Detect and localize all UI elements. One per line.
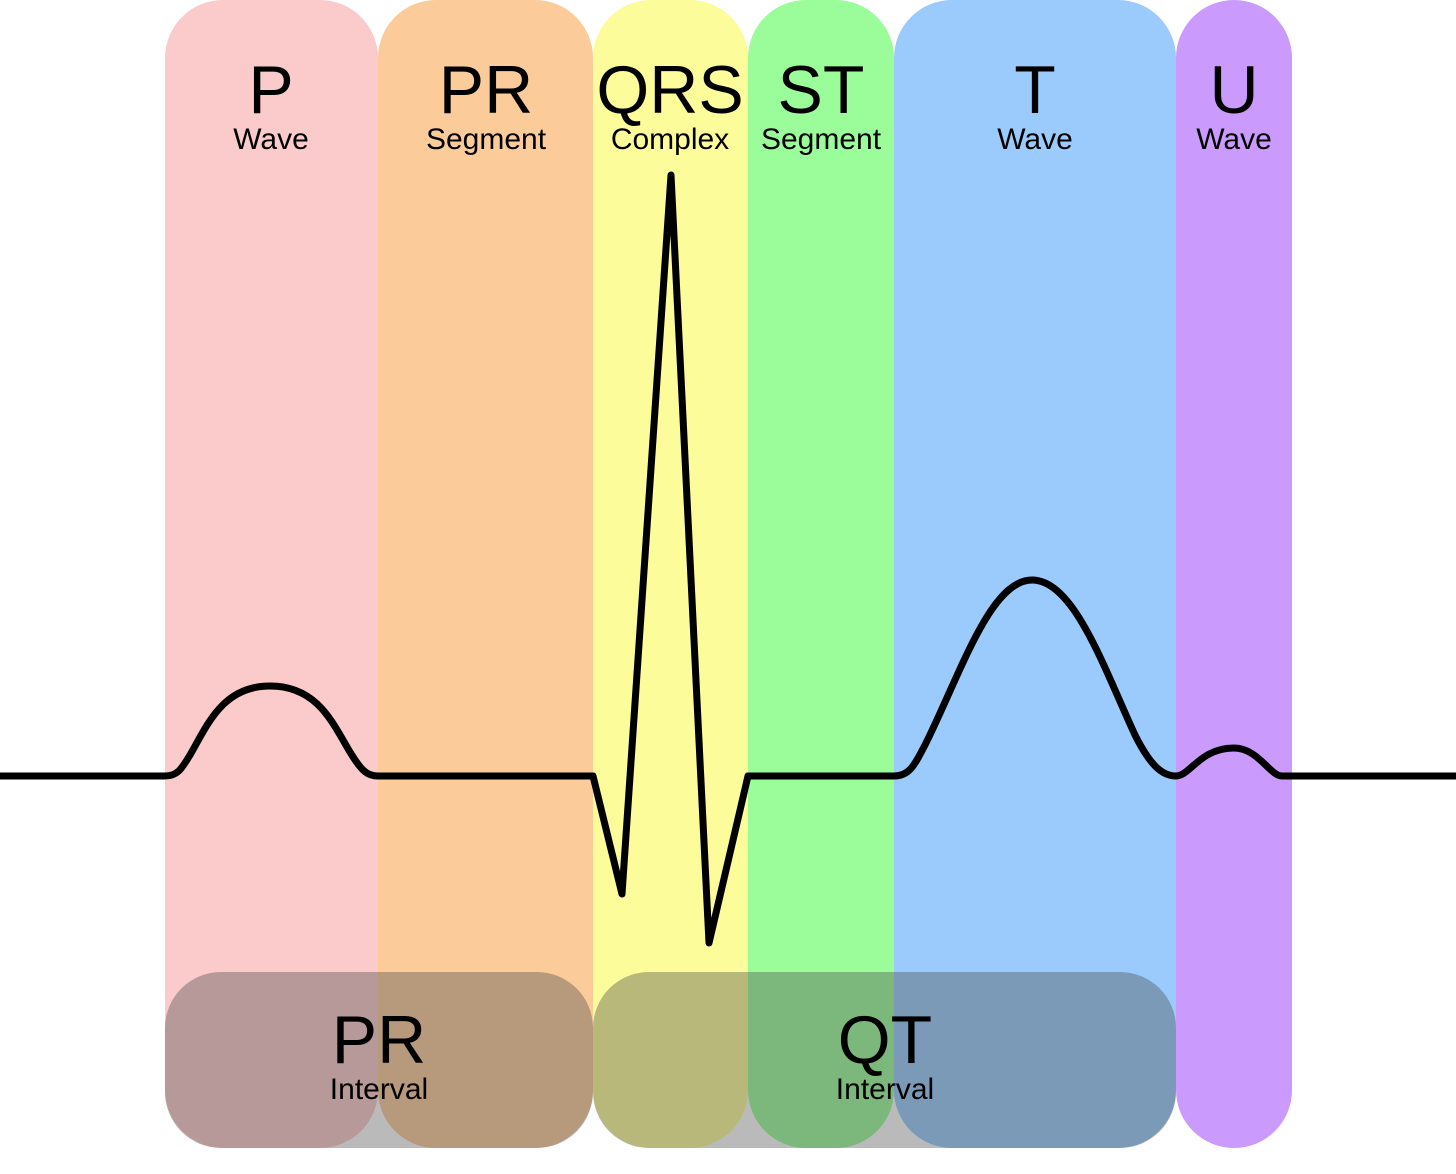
st-segment-band <box>748 0 894 1148</box>
qt-interval-symbol: QT <box>838 1002 932 1078</box>
t-wave-subtitle: Wave <box>997 123 1073 156</box>
u-wave-band <box>1176 0 1292 1148</box>
band-labels: P Wave PR Segment QRS Complex ST Segment… <box>233 52 1272 156</box>
pr-segment-symbol: PR <box>439 52 533 128</box>
qt-interval-subtitle: Interval <box>836 1073 934 1106</box>
st-segment-symbol: ST <box>778 52 865 128</box>
p-wave-symbol: P <box>248 52 293 128</box>
p-wave-subtitle: Wave <box>233 123 309 156</box>
st-segment-subtitle: Segment <box>761 123 882 156</box>
interval-labels: PR Interval QT Interval <box>330 1002 934 1106</box>
u-wave-subtitle: Wave <box>1196 123 1272 156</box>
qrs-complex-band <box>593 0 748 1148</box>
p-wave-band <box>165 0 378 1148</box>
t-wave-symbol: T <box>1014 52 1056 128</box>
pr-interval-box <box>165 972 593 1148</box>
bands <box>165 0 1292 1148</box>
pr-segment-subtitle: Segment <box>426 123 547 156</box>
t-wave-band <box>894 0 1176 1148</box>
intervals <box>165 972 1176 1148</box>
u-wave-symbol: U <box>1209 52 1258 128</box>
pr-interval-symbol: PR <box>332 1002 426 1078</box>
pr-interval-subtitle: Interval <box>330 1073 428 1106</box>
qt-interval-box <box>593 972 1176 1148</box>
qrs-complex-subtitle: Complex <box>611 123 729 156</box>
ecg-trace <box>0 171 1456 947</box>
pr-segment-band <box>378 0 593 1148</box>
qrs-complex-symbol: QRS <box>596 52 743 128</box>
